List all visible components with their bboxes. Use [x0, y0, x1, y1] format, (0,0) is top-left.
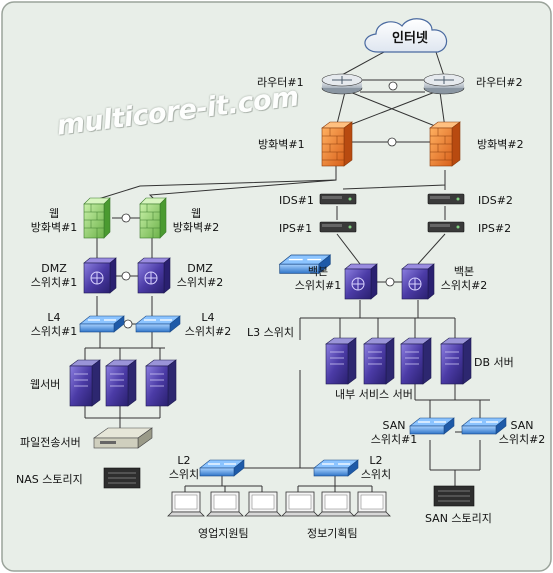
dmz-switch-2-label: DMZ 스위치#2 [176, 262, 224, 289]
ids-2-label: IDS#2 [478, 194, 513, 207]
router-1-icon [321, 73, 363, 95]
web-server-1-icon [69, 359, 101, 407]
l4-switch-2-label: L4 스위치#2 [184, 311, 232, 338]
backbone-switch-1-label: 백본 스위치#1 [294, 265, 342, 292]
nas-storage-icon [103, 467, 141, 489]
san-switch-2-label: SAN 스위치#2 [498, 419, 546, 446]
dmz-switch-1-label: DMZ 스위치#1 [30, 262, 78, 289]
san-switch-1-label: SAN 스위치#1 [370, 419, 418, 446]
db-server-1-icon [400, 337, 432, 385]
laptop-info-1-icon [281, 491, 319, 517]
laptop-sales-3-icon [244, 491, 282, 517]
internal-server-2-icon [363, 337, 395, 385]
ids-2-icon [427, 193, 465, 205]
firewall-2-label: 방화벽#2 [477, 138, 524, 151]
db-server-2-icon [440, 337, 472, 385]
l2-switch-right-label: L2 스위치 [360, 454, 392, 481]
info-team-label: 정보기획팀 [307, 527, 358, 540]
backbone-switch-1-icon [344, 263, 378, 300]
laptop-sales-2-icon [206, 491, 244, 517]
ips-2-icon [427, 221, 465, 233]
ips-1-label: IPS#1 [279, 222, 313, 235]
connection-lines [84, 51, 490, 494]
ips-2-label: IPS#2 [478, 222, 512, 235]
laptop-info-3-icon [353, 491, 391, 517]
san-storage-icon [433, 485, 475, 507]
backbone-switch-2-label: 백본 스위치#2 [440, 265, 488, 292]
firewall-1-icon [321, 121, 353, 167]
web-server-2-icon [105, 359, 137, 407]
l4-switch-1-icon [79, 315, 125, 333]
firewall-2-icon [429, 121, 461, 167]
ips-1-icon [319, 221, 357, 233]
file-server-icon [93, 427, 153, 449]
web-firewall-1-icon [83, 197, 111, 239]
file-server-label: 파일전송서버 [20, 436, 81, 449]
nas-label: NAS 스토리지 [16, 473, 83, 486]
internet-cloud-icon [364, 18, 448, 53]
laptop-info-2-icon [317, 491, 355, 517]
web-firewall-2-icon [139, 197, 167, 239]
san-storage-label: SAN 스토리지 [425, 512, 492, 525]
router-2-label: 라우터#2 [476, 76, 523, 89]
router-2-icon [423, 73, 465, 95]
web-server-3-icon [145, 359, 177, 407]
web-firewall-2-label: 웹 방화벽#2 [172, 207, 220, 234]
web-firewall-1-label: 웹 방화벽#1 [30, 207, 78, 234]
ids-1-label: IDS#1 [279, 194, 314, 207]
l2-switch-right-icon [313, 459, 359, 477]
sales-team-label: 영업지원팀 [198, 527, 249, 540]
firewall-1-label: 방화벽#1 [258, 138, 305, 151]
l4-switch-1-label: L4 스위치#1 [30, 311, 78, 338]
laptop-sales-1-icon [167, 491, 205, 517]
db-server-label: DB 서버 [474, 356, 514, 369]
internal-server-1-icon [325, 337, 357, 385]
dmz-switch-1-icon [83, 257, 117, 294]
dmz-switch-2-icon [137, 257, 171, 294]
l2-switch-left-label: L2 스위치 [168, 454, 200, 481]
l4-switch-2-icon [135, 315, 181, 333]
l3-switch-label: L3 스위치 [247, 326, 294, 339]
backbone-switch-2-icon [401, 263, 435, 300]
ids-1-icon [319, 193, 357, 205]
router-1-label: 라우터#1 [257, 76, 304, 89]
internet-label: 인터넷 [392, 31, 428, 46]
link-markers [121, 81, 398, 329]
internal-server-label: 내부 서비스 서버 [335, 388, 413, 401]
web-server-label: 웹서버 [30, 378, 61, 391]
l2-switch-left-icon [199, 459, 245, 477]
